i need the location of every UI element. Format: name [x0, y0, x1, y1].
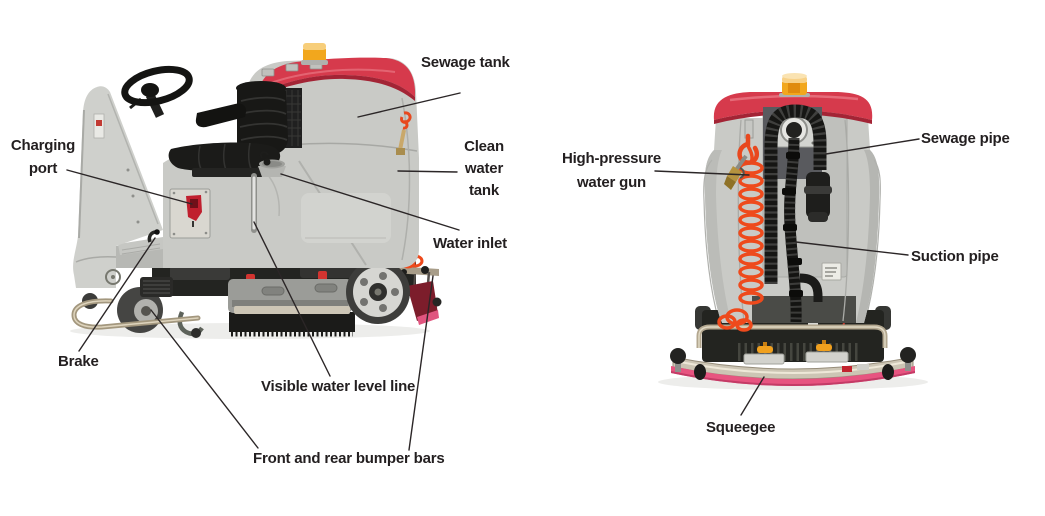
label-sewage-tank: Sewage tank — [421, 54, 510, 71]
label-sewage-pipe: Sewage pipe — [921, 130, 1010, 147]
label-brake: Brake — [58, 353, 99, 370]
charging-port-door — [169, 188, 211, 239]
side-hook-strap — [396, 111, 412, 155]
high-pressure-hose-coil — [717, 145, 764, 332]
brake-lever — [147, 229, 160, 243]
label-front-rear-bumper-bars: Front and rear bumper bars — [253, 450, 445, 467]
leader-bumper-front — [150, 309, 259, 449]
leader-charging-port — [66, 169, 193, 205]
leader-lines — [66, 92, 920, 451]
rear-view-machine-illustration — [658, 73, 928, 390]
water-gun — [724, 119, 760, 190]
warning-beacon-rear — [779, 73, 810, 97]
warning-sticker — [821, 262, 842, 281]
label-visible-water-level-line: Visible water level line — [261, 378, 416, 395]
leader-water-gun — [654, 170, 750, 176]
tank-cover-red — [257, 57, 415, 101]
leader-clean-water-tank — [397, 170, 458, 173]
leader-squeegee — [740, 376, 765, 416]
warning-beacon — [301, 43, 328, 65]
label-clean-water-tank: Clean water tank — [464, 138, 504, 199]
suction-pipe — [782, 137, 823, 323]
leader-sewage-pipe — [825, 138, 920, 155]
leader-brake — [78, 237, 156, 352]
operator-seat — [168, 81, 288, 177]
leader-water-inlet — [280, 173, 460, 231]
brush-deck — [228, 271, 355, 337]
label-squeegee: Squeegee — [706, 419, 776, 436]
rear-wheel — [346, 260, 410, 324]
squeegee-assembly — [670, 347, 916, 386]
front-bumper-bar — [71, 298, 201, 330]
label-charging-port: Charging port — [10, 137, 76, 177]
label-high-pressure-water-gun: High-pressure water gun — [561, 150, 662, 191]
water-inlet-recess — [258, 151, 286, 177]
leader-bumper-rear — [408, 275, 434, 451]
label-water-inlet: Water inlet — [433, 235, 507, 252]
side-view-machine-illustration — [70, 43, 442, 339]
sewage-pipe — [764, 104, 832, 284]
label-suction-pipe: Suction pipe — [911, 248, 999, 265]
steering-wheel — [121, 65, 193, 118]
rear-bumper-hoop — [696, 324, 888, 348]
leader-suction-pipe — [795, 241, 909, 256]
leader-sewage-tank — [357, 92, 461, 118]
leader-water-level-line — [253, 221, 331, 377]
